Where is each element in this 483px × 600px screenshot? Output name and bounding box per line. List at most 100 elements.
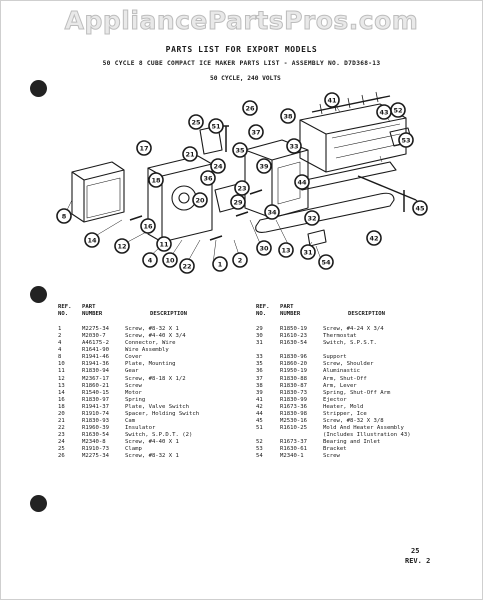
part-description: Plate, Mounting [125, 361, 176, 368]
part-description: Screw, #8-18 X 1/2 [125, 375, 186, 382]
svg-text:39: 39 [259, 162, 269, 170]
ref-number: 36 [256, 368, 263, 375]
ref-number: 38 [256, 382, 263, 389]
part-number: R1941-37 [82, 403, 109, 410]
part-description: Switch, S.P.D.T. (2) [125, 432, 193, 439]
ref-number: 54 [256, 453, 263, 460]
svg-text:11: 11 [159, 240, 169, 248]
callout-12: 12 [114, 238, 130, 254]
part-description: Wire Assembly [125, 347, 169, 354]
part-number: M2275-34 [82, 326, 109, 332]
svg-text:38: 38 [283, 112, 293, 120]
ref-number: 29 [256, 326, 263, 332]
part-number: R1630-54 [280, 340, 307, 347]
svg-text:51: 51 [211, 122, 221, 130]
part-number: R1641-90 [82, 347, 109, 354]
ref-number: 35 [256, 361, 263, 368]
part-description: Spring [125, 396, 146, 403]
callout-23: 23 [234, 180, 250, 196]
part-number: R1950-19 [280, 368, 307, 375]
ref-number: 25 [58, 446, 65, 453]
part-description: Arm, Shut-Off [323, 375, 367, 382]
ref-number: 45 [256, 418, 263, 425]
svg-text:33: 33 [289, 142, 298, 150]
right-col-ref-header: REF.NO. [256, 304, 270, 317]
part-number: R1830-98 [280, 410, 307, 417]
svg-text:14: 14 [87, 236, 97, 244]
part-number: M2367-17 [82, 375, 109, 382]
left-col-ref-header: REF.NO. [58, 304, 72, 317]
svg-text:45: 45 [415, 204, 425, 212]
revision-label: REV. 2 [405, 557, 431, 565]
part-number: R1830-93 [82, 418, 109, 425]
punch-hole-bottom [30, 495, 47, 512]
part-number: R1630-54 [82, 432, 109, 439]
part-number: R1673-36 [280, 403, 307, 410]
ref-number: 20 [58, 410, 65, 417]
callout-43: 43 [376, 104, 392, 120]
part-number: R1860-20 [280, 361, 307, 368]
ref-number: 1 [58, 326, 62, 332]
part-description: (Includes Illustration 43) [323, 432, 411, 439]
ref-number: 4 [58, 347, 62, 354]
part-number: R1850-19 [280, 326, 307, 332]
part-description: Screw, #4-24 X 3/4 [323, 326, 384, 332]
svg-text:23: 23 [237, 184, 246, 192]
svg-text:2: 2 [238, 256, 243, 264]
ref-number: 14 [58, 389, 65, 396]
callout-39: 39 [256, 158, 272, 174]
part-number: R1960-39 [82, 425, 109, 432]
part-number: M2275-34 [82, 453, 109, 460]
ref-number: 8 [58, 354, 62, 361]
part-number: R1830-99 [280, 396, 307, 403]
ref-number: 11 [58, 368, 65, 375]
part-description: Screw [323, 453, 340, 460]
parts-row: (Includes Illustration 43) [256, 432, 443, 439]
part-description: Mold And Heater Assembly [323, 425, 404, 432]
callout-54: 54 [318, 254, 334, 270]
svg-text:32: 32 [307, 214, 316, 222]
part-number: R1830-87 [280, 382, 307, 389]
page-title: PARTS LIST FOR EXPORT MODELS [165, 45, 318, 54]
callout-41: 41 [324, 92, 340, 108]
callout-22: 22 [179, 258, 195, 274]
svg-text:43: 43 [379, 108, 388, 116]
svg-text:22: 22 [182, 262, 191, 270]
ref-number: 12 [58, 375, 65, 382]
ref-number: 41 [256, 396, 263, 403]
part-description: Cam [125, 418, 136, 425]
svg-text:4: 4 [148, 256, 153, 264]
part-description: Support [323, 354, 347, 361]
svg-text:29: 29 [233, 198, 243, 206]
part-number: R1610-25 [280, 425, 307, 432]
svg-text:10: 10 [165, 256, 175, 264]
callout-37: 37 [248, 124, 264, 140]
svg-text:1: 1 [218, 260, 223, 268]
part-description: Screw, Shoulder [323, 361, 374, 368]
parts-row: 12 M2367-17 Screw, #8-18 X 1/2 [58, 376, 245, 383]
svg-text:8: 8 [62, 212, 67, 220]
part-description: Screw, #4-40 X 3/4 [125, 333, 186, 340]
ref-number: 42 [256, 403, 263, 410]
